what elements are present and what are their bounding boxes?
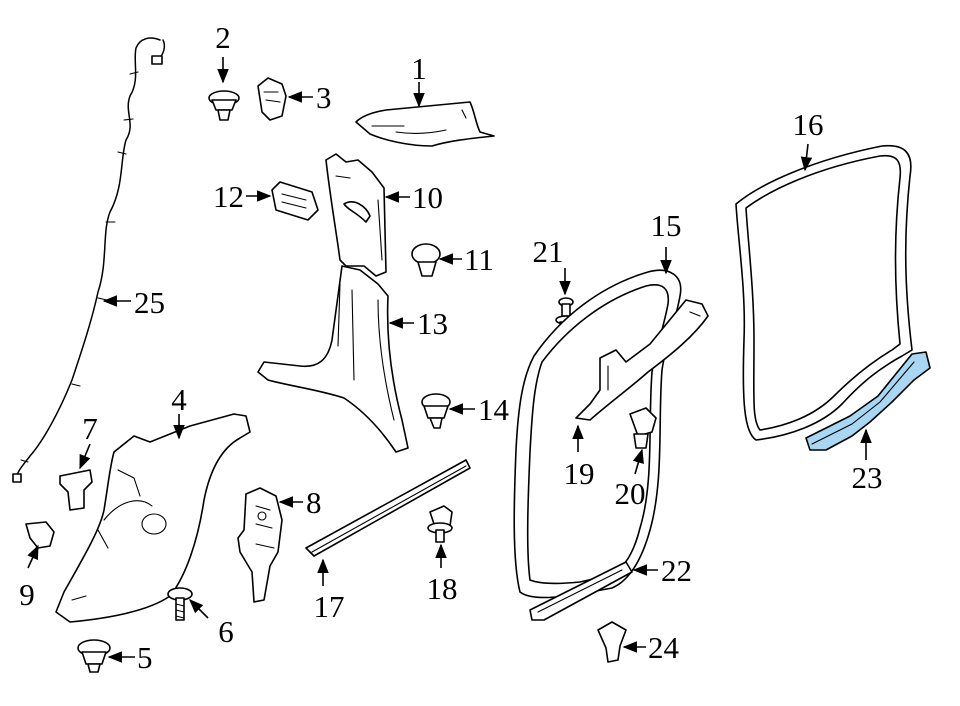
callout-12: 12	[213, 179, 244, 214]
leader-lines	[27, 57, 872, 663]
callout-23: 23	[852, 460, 883, 495]
part-3-clip[interactable]	[257, 77, 287, 121]
callout-21: 21	[533, 234, 564, 269]
callout-7: 7	[82, 411, 98, 446]
callout-17: 17	[314, 589, 345, 624]
callout-13: 13	[417, 306, 448, 341]
part-12-speaker-cover[interactable]	[271, 181, 319, 221]
callout-20: 20	[615, 476, 646, 511]
part-17-sill-strip[interactable]	[305, 459, 471, 557]
callout-14: 14	[478, 392, 510, 427]
callout-15: 15	[651, 208, 682, 243]
callout-11: 11	[464, 242, 494, 277]
part-7-clip[interactable]	[59, 469, 93, 511]
part-13-pillar-trim-b-lower[interactable]	[257, 265, 409, 453]
callout-3: 3	[316, 80, 332, 115]
part-20-clip[interactable]	[629, 407, 657, 449]
callout-16: 16	[793, 107, 824, 142]
callout-2: 2	[215, 20, 231, 55]
callout-6: 6	[218, 614, 234, 649]
part-19-seal-retainer[interactable]	[575, 299, 709, 421]
callout-18: 18	[427, 571, 458, 606]
part-18-clip[interactable]	[427, 505, 453, 543]
callout-5: 5	[137, 640, 153, 675]
callout-25: 25	[134, 285, 165, 320]
part-2-clip[interactable]	[208, 90, 240, 121]
callout-1: 1	[411, 51, 427, 86]
part-11-clip[interactable]	[411, 243, 441, 277]
callout-labels: 1 2 3 4 5 6 7 8 9 10 11 12 13 14 15 16 1…	[19, 20, 882, 675]
part-10-pillar-trim-b-upper[interactable]	[325, 153, 387, 277]
part-25-wire-harness[interactable]	[12, 37, 166, 483]
part-6-screw[interactable]	[167, 587, 193, 621]
part-8-hinge-bracket[interactable]	[237, 487, 283, 603]
part-14-clip[interactable]	[421, 393, 451, 429]
callout-4: 4	[171, 382, 187, 417]
callout-10: 10	[412, 180, 443, 215]
callout-8: 8	[306, 485, 322, 520]
part-24-clip[interactable]	[597, 621, 627, 663]
callout-22: 22	[661, 553, 692, 588]
callout-19: 19	[564, 456, 595, 491]
part-23-sill-trim-highlighted[interactable]	[805, 351, 931, 451]
part-5-clip[interactable]	[77, 639, 111, 673]
callout-24: 24	[648, 630, 680, 665]
callout-9: 9	[19, 577, 35, 612]
part-16-body-weatherstrip[interactable]	[735, 144, 913, 441]
part-1-pillar-trim-upper[interactable]	[355, 101, 495, 147]
part-15-door-opening-seal[interactable]	[513, 269, 682, 599]
part-4-lower-quarter-trim[interactable]	[55, 413, 251, 623]
part-22-scuff-plate[interactable]	[529, 561, 633, 621]
part-9-bracket[interactable]	[25, 521, 55, 549]
